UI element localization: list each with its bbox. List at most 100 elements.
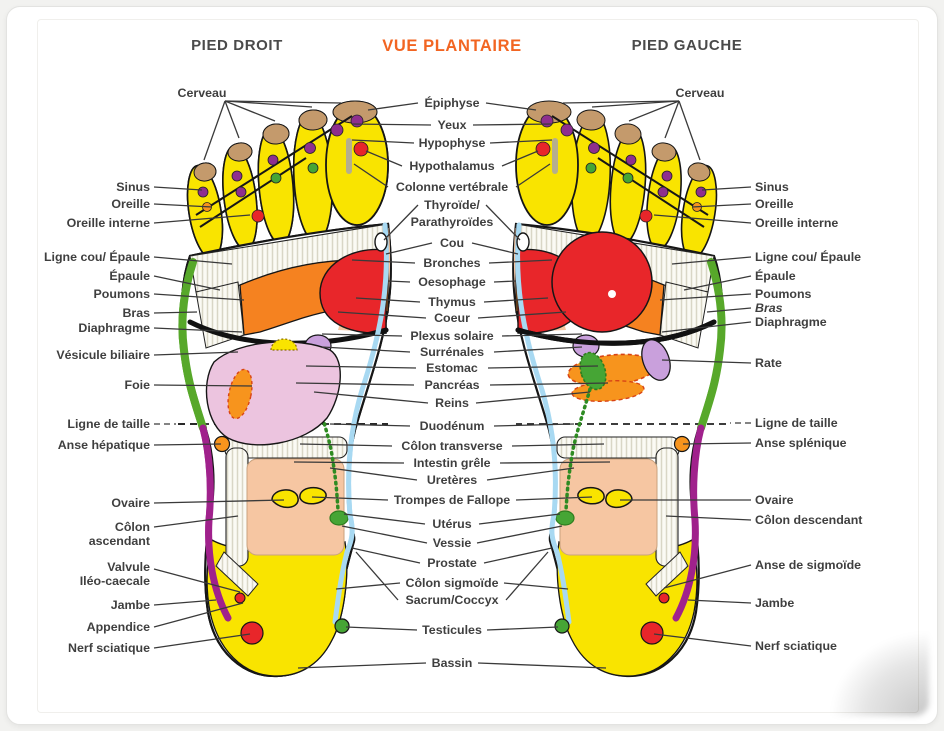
leader-line xyxy=(351,123,432,126)
leader-line xyxy=(476,525,563,544)
label-right-poumons: Poumons xyxy=(755,287,812,301)
label-colon-transverse: Côlon transverse xyxy=(401,439,502,453)
leader-line xyxy=(489,382,609,386)
leader-line xyxy=(224,100,240,139)
label-hypophyse: Hypophyse xyxy=(419,136,486,150)
leader-line xyxy=(485,204,521,241)
label-left-colon-ascendant: ascendant xyxy=(89,534,150,548)
leader-line xyxy=(153,327,243,333)
leader-line xyxy=(691,203,752,208)
label-left-ligne-cou-epaule: Ligne cou/ Épaule xyxy=(44,249,150,264)
label-right-anse-de-sigmoide: Anse de sigmoïde xyxy=(755,558,861,572)
label-trompes-de-fallope: Trompes de Fallope xyxy=(394,493,510,507)
label-prostate: Prostate xyxy=(427,556,477,570)
leader-line xyxy=(153,351,239,356)
leader-line xyxy=(493,280,517,283)
label-left-jambe: Jambe xyxy=(111,598,150,612)
label-bassin: Bassin xyxy=(432,656,473,670)
leader-line xyxy=(311,496,389,501)
leader-line xyxy=(153,311,198,314)
label-left-ovaire: Ovaire xyxy=(111,496,150,510)
center-labels: Épiphyse Yeux Hypophyse Hypothalamus Col… xyxy=(394,95,510,670)
leader-line xyxy=(153,568,241,593)
label-testicules: Testicules xyxy=(422,623,482,637)
leader-line xyxy=(664,100,680,139)
zone-heart-large xyxy=(551,231,653,333)
leader-line xyxy=(153,256,233,265)
leader-line xyxy=(659,293,752,301)
leader-line xyxy=(321,346,411,353)
leader-line xyxy=(499,461,611,464)
label-oesophage: Oesophage xyxy=(418,275,486,289)
leader-line xyxy=(341,525,428,544)
leader-line xyxy=(343,513,426,525)
zone-gallbladder xyxy=(227,368,253,420)
leader-line xyxy=(477,662,607,669)
leader-line xyxy=(653,633,752,647)
zone-gallbladder-fan xyxy=(270,338,298,351)
leader-line xyxy=(706,307,752,313)
label-yeux: Yeux xyxy=(438,118,467,132)
label-right-sinus: Sinus xyxy=(755,180,789,194)
leader-line xyxy=(351,547,421,564)
label-left-colon: Côlon xyxy=(115,520,150,534)
leader-line xyxy=(153,599,217,606)
leader-line xyxy=(665,515,752,521)
leader-line xyxy=(486,626,559,631)
leader-line xyxy=(501,150,539,167)
label-estomac: Estomac xyxy=(426,361,478,375)
heart-dot xyxy=(608,290,616,298)
leader-line xyxy=(671,256,752,265)
leader-line xyxy=(153,633,251,649)
leader-line xyxy=(353,163,389,188)
label-epiphyse: Épiphyse xyxy=(424,95,479,110)
label-left-ligne-de-taille: Ligne de taille xyxy=(67,417,150,431)
leader-line xyxy=(503,582,569,590)
leader-line xyxy=(153,203,213,208)
leader-line xyxy=(367,102,419,111)
leader-line xyxy=(153,293,245,301)
label-right-oreille-interne: Oreille interne xyxy=(755,216,838,230)
label-vessie: Vessie xyxy=(433,536,472,550)
leader-line xyxy=(153,214,251,224)
leader-line xyxy=(661,321,752,333)
leader-line xyxy=(153,515,239,528)
leader-line xyxy=(153,443,222,446)
label-right-nerf-sciatique: Nerf sciatique xyxy=(755,639,837,653)
label-ureteres: Uretères xyxy=(427,473,477,487)
label-left-diaphragme: Diaphragme xyxy=(78,321,150,335)
leader-line xyxy=(501,333,583,337)
label-left-poumons: Poumons xyxy=(94,287,151,301)
label-left-oreille: Oreille xyxy=(111,197,150,211)
label-right-anse-splenique: Anse splénique xyxy=(755,436,847,450)
label-left-oreille-interne: Oreille interne xyxy=(67,216,150,230)
leader-line xyxy=(153,384,253,387)
label-pancreas: Pancréas xyxy=(424,378,479,392)
leader-line xyxy=(487,365,599,369)
zone-spleen xyxy=(641,339,671,381)
leader-line xyxy=(493,346,583,353)
right-labels: Cerveau Sinus Oreille Oreille interne Li… xyxy=(676,86,863,653)
leader-line xyxy=(153,602,244,628)
leader-line xyxy=(483,547,553,564)
leader-line xyxy=(505,551,549,601)
label-right-rate: Rate xyxy=(755,356,782,370)
leader-line xyxy=(478,513,561,525)
leader-line xyxy=(489,139,553,144)
leader-line xyxy=(472,123,553,126)
label-surrenales: Surrénales xyxy=(420,345,484,359)
label-left-vesicule-biliaire: Vésicule biliaire xyxy=(56,348,150,362)
label-right-colon-descendant: Côlon descendant xyxy=(755,513,862,527)
leader-line xyxy=(515,496,593,501)
label-left-foie: Foie xyxy=(125,378,151,392)
label-intestin-grele: Intestin grêle xyxy=(413,456,490,470)
label-hypothalamus: Hypothalamus xyxy=(409,159,494,173)
label-colon-sigmoide: Côlon sigmoïde xyxy=(406,576,499,590)
leader-line xyxy=(385,242,433,255)
label-right-jambe: Jambe xyxy=(755,596,794,610)
label-reins: Reins xyxy=(435,396,469,410)
leader-line xyxy=(591,100,680,108)
leader-line xyxy=(701,186,752,191)
label-right-ovaire: Ovaire xyxy=(755,493,794,507)
label-left-bras: Bras xyxy=(122,306,150,320)
